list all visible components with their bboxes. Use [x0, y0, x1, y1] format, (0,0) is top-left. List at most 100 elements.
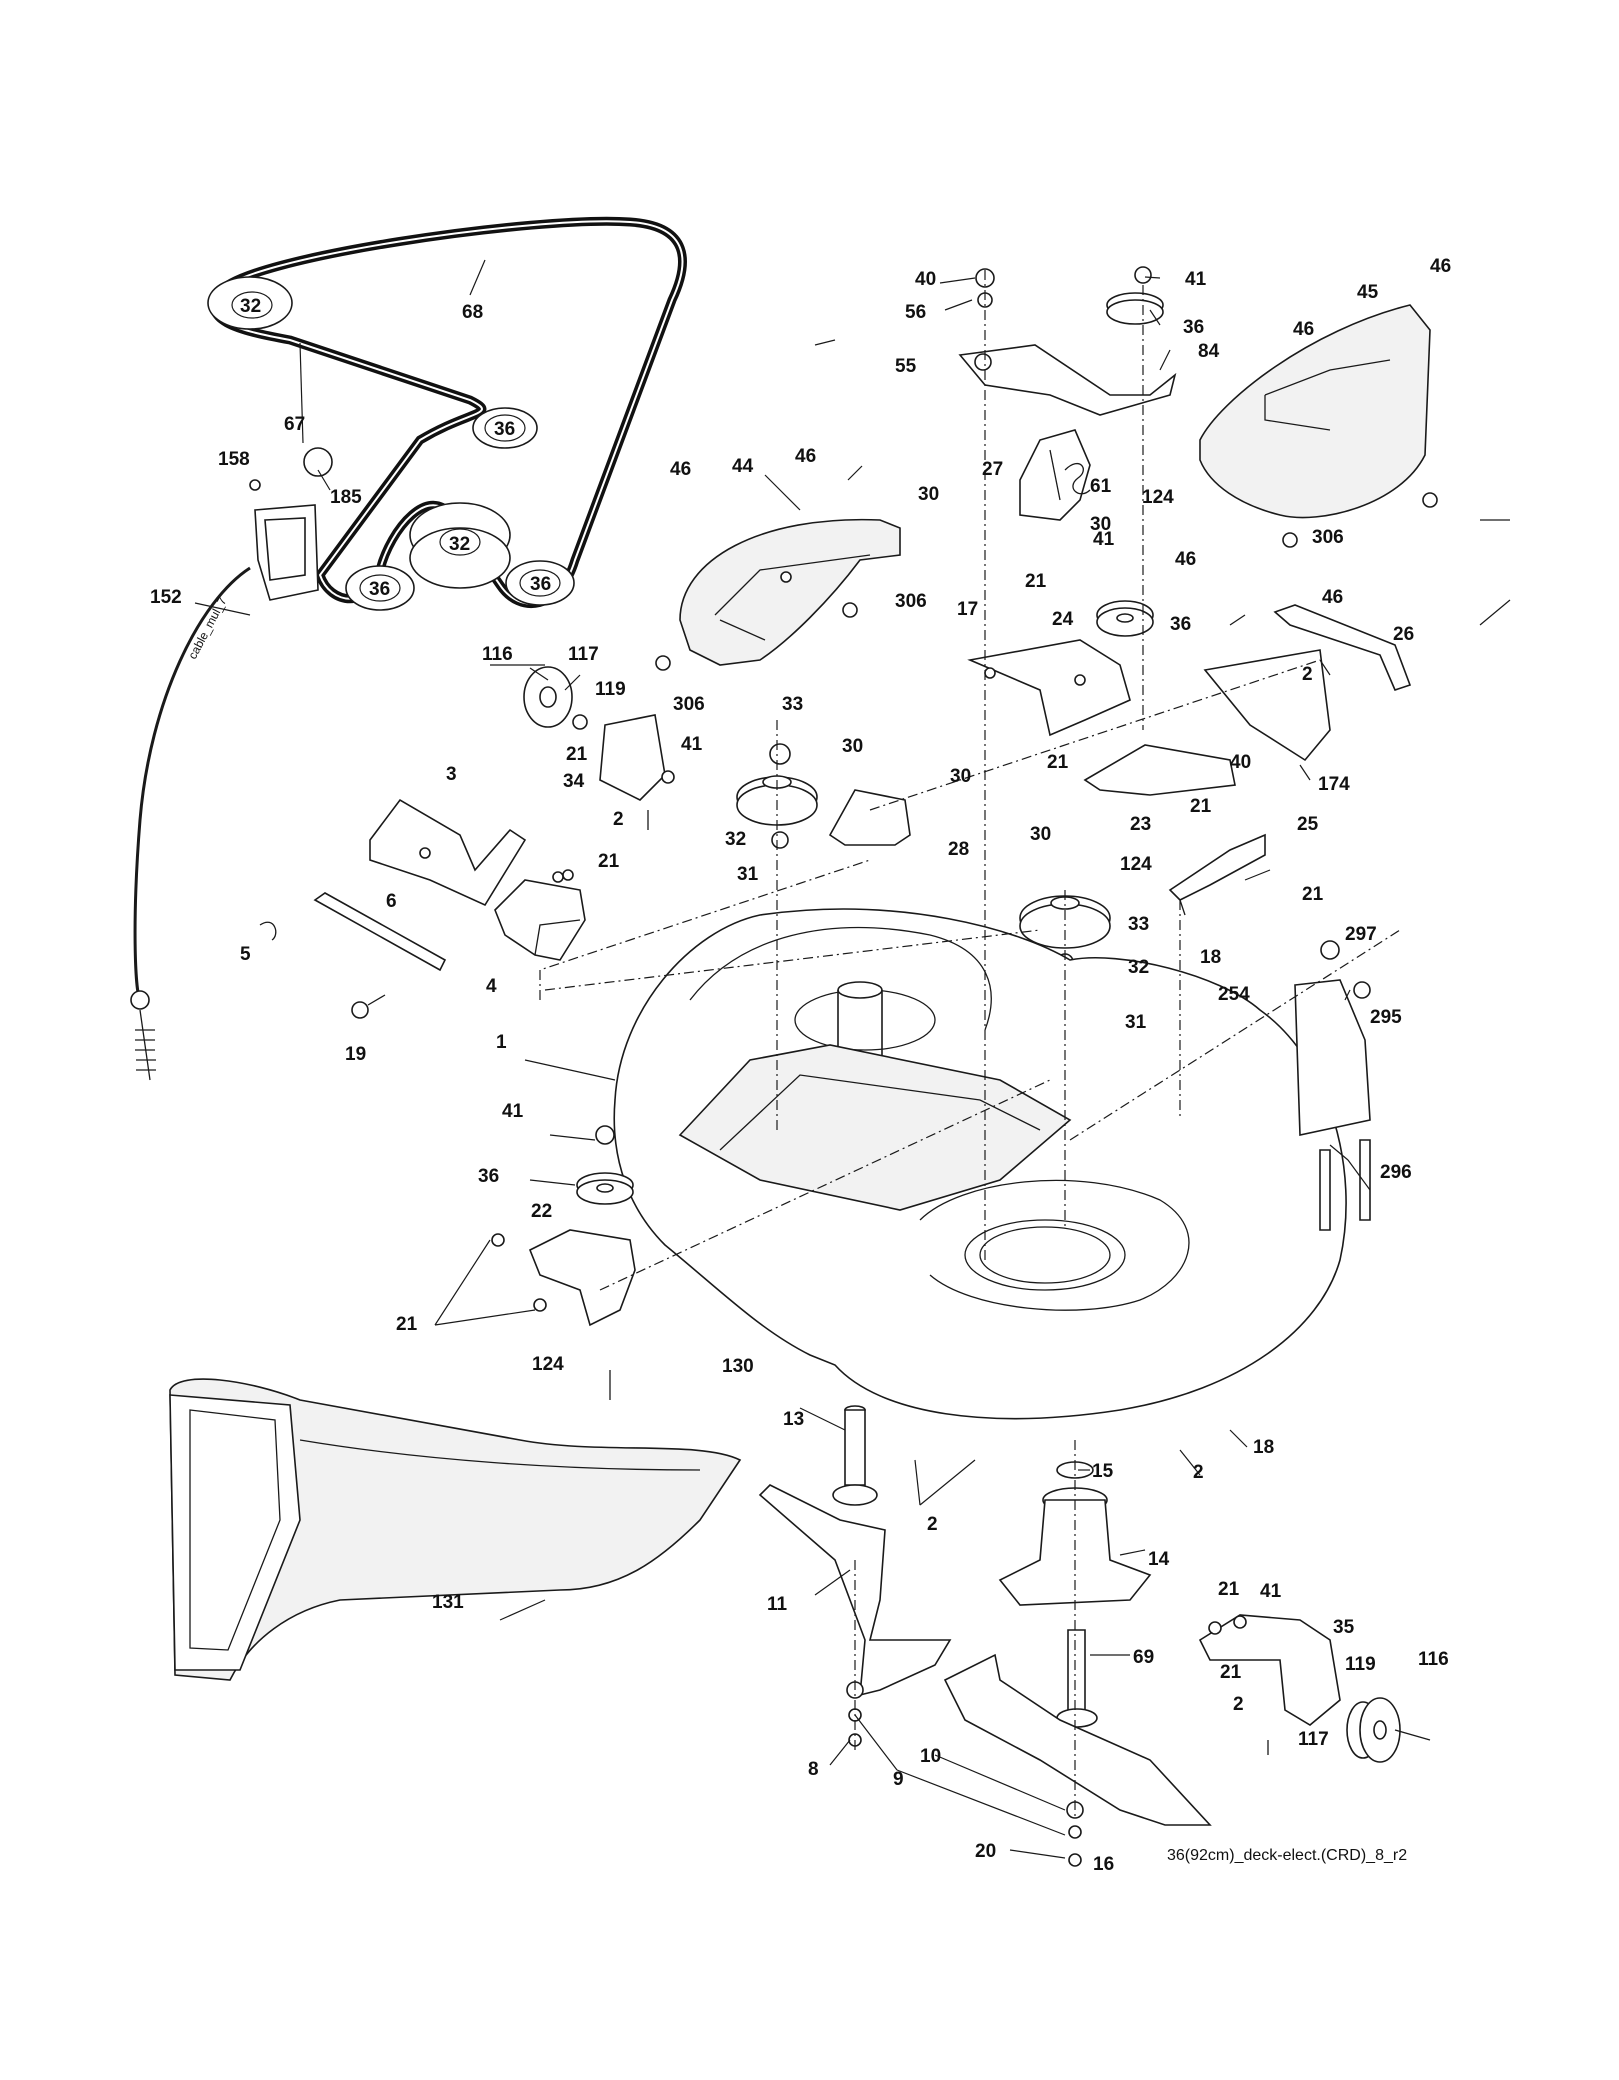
callout: 3: [446, 764, 457, 785]
callout: 2: [1233, 1694, 1244, 1715]
gauge-wheel-assembly-right: [1198, 1614, 1431, 1763]
idler-arm-55: [958, 266, 1177, 416]
callout: 117: [1298, 1729, 1329, 1750]
actuator-bracket: [249, 479, 319, 601]
callout: 34: [563, 771, 585, 792]
callout: 30: [918, 484, 939, 505]
callout: 15: [1092, 1461, 1114, 1482]
callout: 21: [1220, 1662, 1242, 1683]
blade-16: [943, 1653, 1212, 1826]
idler-pulley-36-upper: [1096, 600, 1154, 637]
callout: 19: [345, 1044, 366, 1065]
tension-bracket-27: [1019, 429, 1091, 521]
callout: 30: [1030, 824, 1051, 845]
drawing-caption: 36(92cm)_deck-elect.(CRD)_8_r2: [1167, 1847, 1407, 1864]
callout: 46: [1175, 549, 1196, 570]
callout: 9: [893, 1769, 904, 1790]
callout: 25: [1297, 814, 1319, 835]
callout: 36: [1183, 317, 1204, 338]
callout: 61: [1090, 476, 1112, 497]
callout: 46: [1322, 587, 1343, 608]
discharge-chute: [169, 1378, 742, 1681]
callout: 119: [595, 679, 626, 700]
callout: 18: [1200, 947, 1221, 968]
callout: 36: [1170, 614, 1191, 635]
callout: 21: [396, 1314, 418, 1335]
callout: 152: [150, 587, 182, 608]
spindle-69: [1056, 1629, 1098, 1728]
callout: 2: [1302, 664, 1313, 685]
leader-lines: [194, 259, 1511, 1859]
callout: 26: [1393, 624, 1414, 645]
idler-pulley-assembly-left: [490, 664, 675, 830]
callout: 13: [783, 1409, 804, 1430]
callout: 32: [240, 296, 261, 317]
callout: 32: [449, 534, 470, 555]
callout: 30: [842, 736, 863, 757]
bracket-23: [1083, 744, 1236, 796]
cable-tag-text: cable_mul_7: [185, 594, 229, 661]
spindle-13: [832, 1405, 878, 1506]
callout: 40: [915, 269, 936, 290]
callout: 158: [218, 449, 250, 470]
callout: 21: [1218, 1579, 1240, 1600]
guard-295: [1294, 940, 1371, 1231]
callout: 36: [494, 419, 515, 440]
callout: 11: [767, 1594, 788, 1615]
bracket-3: [369, 798, 527, 907]
callout: 119: [1345, 1654, 1376, 1675]
callout: 46: [795, 446, 816, 467]
callout: 296: [1380, 1162, 1412, 1183]
bracket-26: [1273, 604, 1412, 691]
callout: 131: [432, 1592, 464, 1613]
callout: 46: [1430, 256, 1451, 277]
callout: 254: [1218, 984, 1250, 1005]
clutch-cable: [130, 447, 333, 1081]
callout: 124: [1120, 854, 1152, 875]
callout: 24: [1052, 609, 1074, 630]
callout: 124: [1142, 487, 1174, 508]
callout: 56: [905, 302, 926, 323]
callout: 21: [566, 744, 588, 765]
callout: 84: [1198, 341, 1220, 362]
callout: 17: [957, 599, 978, 620]
callout: 69: [1133, 1647, 1154, 1668]
callout: 8: [808, 1759, 819, 1780]
callout: 20: [975, 1841, 996, 1862]
callout: 36: [369, 579, 390, 600]
callout: 41: [502, 1101, 524, 1122]
callout: 130: [722, 1356, 754, 1377]
callout: 31: [1125, 1012, 1147, 1033]
callout: 18: [1253, 1437, 1274, 1458]
link-rod-6: [259, 869, 574, 972]
callout: 21: [1047, 752, 1069, 773]
callout: 174: [1318, 774, 1350, 795]
callout: 10: [920, 1746, 941, 1767]
callout: 46: [1293, 319, 1314, 340]
callout: 185: [330, 487, 362, 508]
callout: 22: [531, 1201, 552, 1222]
callout: 2: [1193, 1462, 1204, 1483]
callout: 295: [1370, 1007, 1402, 1028]
callout: 40: [1230, 752, 1251, 773]
callout: 33: [782, 694, 803, 715]
callout: 4: [486, 976, 497, 997]
callout: 14: [1148, 1549, 1170, 1570]
belt-cover-45: [1199, 304, 1438, 548]
callout: 41: [1260, 1581, 1282, 1602]
callout: 55: [895, 356, 917, 377]
callout: 1: [496, 1032, 507, 1053]
callout: 21: [1302, 884, 1324, 905]
callout: 116: [1418, 1649, 1449, 1670]
callout: 2: [927, 1514, 938, 1535]
callout: 16: [1093, 1854, 1114, 1875]
bracket-28: [828, 789, 911, 846]
callout: 116: [482, 644, 513, 665]
callout: 27: [982, 459, 1003, 480]
callout: 306: [1312, 527, 1344, 548]
assembly-lines: [539, 270, 1401, 1820]
callout: 41: [1185, 269, 1207, 290]
bracket-22: [491, 1229, 636, 1400]
callout-labels: 68 32 36 32 36 36 67 158 185 152 116 117…: [150, 256, 1451, 1875]
